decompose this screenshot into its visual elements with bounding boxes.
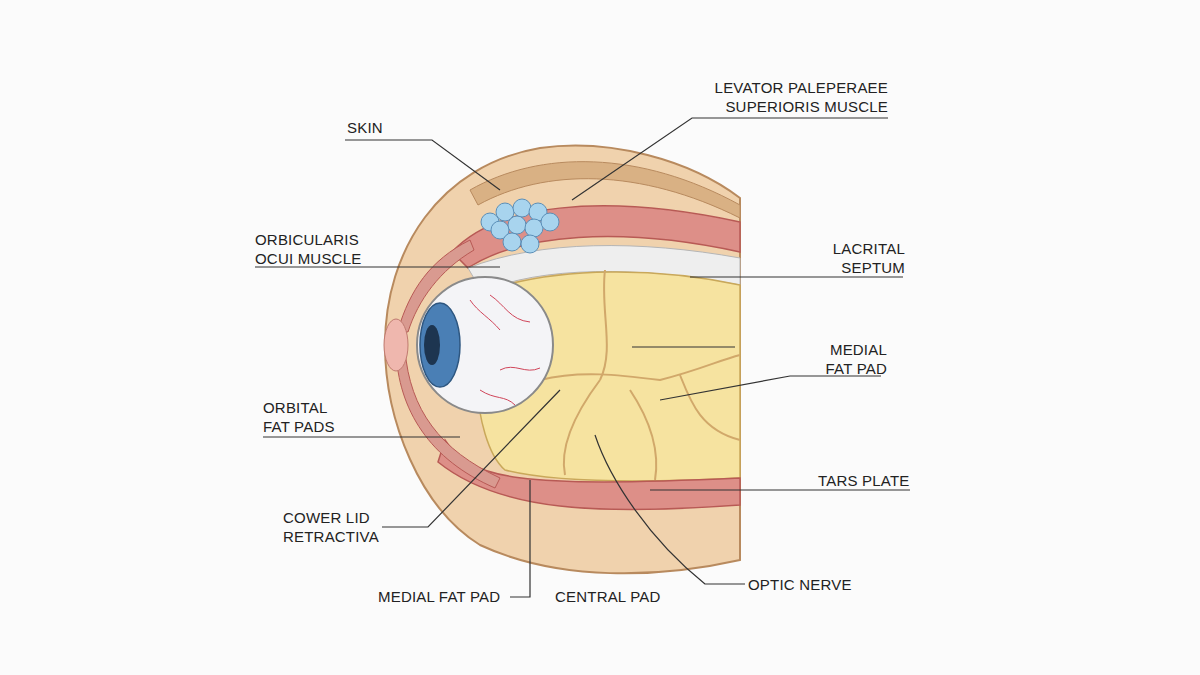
pupil [424,325,440,365]
leader-line [595,435,745,584]
lacrimal-gland [481,199,559,253]
fat-septum [630,390,656,480]
gland-lobule [513,199,531,217]
part-label: TARS PLATE [818,471,909,490]
part-label: MEDIAL FAT PAD [378,587,500,606]
skin-outline [385,146,740,574]
leader-line [650,489,910,490]
vein [480,390,515,405]
gland-lobule [525,219,543,237]
leader-line [263,436,460,437]
part-label: MEDIAL FAT PAD [805,340,887,378]
fat-septum [600,270,607,380]
leader-line [572,118,888,200]
eye-veins [470,295,540,405]
gland-lobule [541,213,559,231]
iris [420,303,460,387]
leader-lines [255,118,910,597]
lid-margin [384,319,408,371]
gland-lobule [508,216,526,234]
leader-line [690,276,903,277]
leader-line [345,140,500,190]
eyeball [417,277,553,413]
gland-lobule [521,235,539,253]
part-label: LACRITAL SEPTUM [810,239,905,277]
fat-septum [564,380,600,475]
gland-lobule [503,233,521,251]
part-label: ORBITAL FAT PADS [263,398,355,436]
leader-line [382,390,560,527]
part-label: COWER LID RETRACTIVA [283,508,398,546]
leader-line [510,480,530,597]
part-label: SKIN [347,118,383,137]
vein [500,367,540,370]
vein [470,300,500,330]
part-label: OPTIC NERVE [748,575,852,594]
part-label: ORBICULARIS OCUI MUSCLE [255,230,375,268]
fat-septum [540,355,740,380]
part-label: LEVATOR PALEPERAEE SUPERIORIS MUSCLE [690,78,888,116]
vein [490,295,530,322]
fat-septum [680,375,740,440]
leader-line [660,376,881,400]
fat-septa [540,270,740,480]
leader-line [632,346,735,347]
part-label: CENTRAL PAD [555,587,661,606]
